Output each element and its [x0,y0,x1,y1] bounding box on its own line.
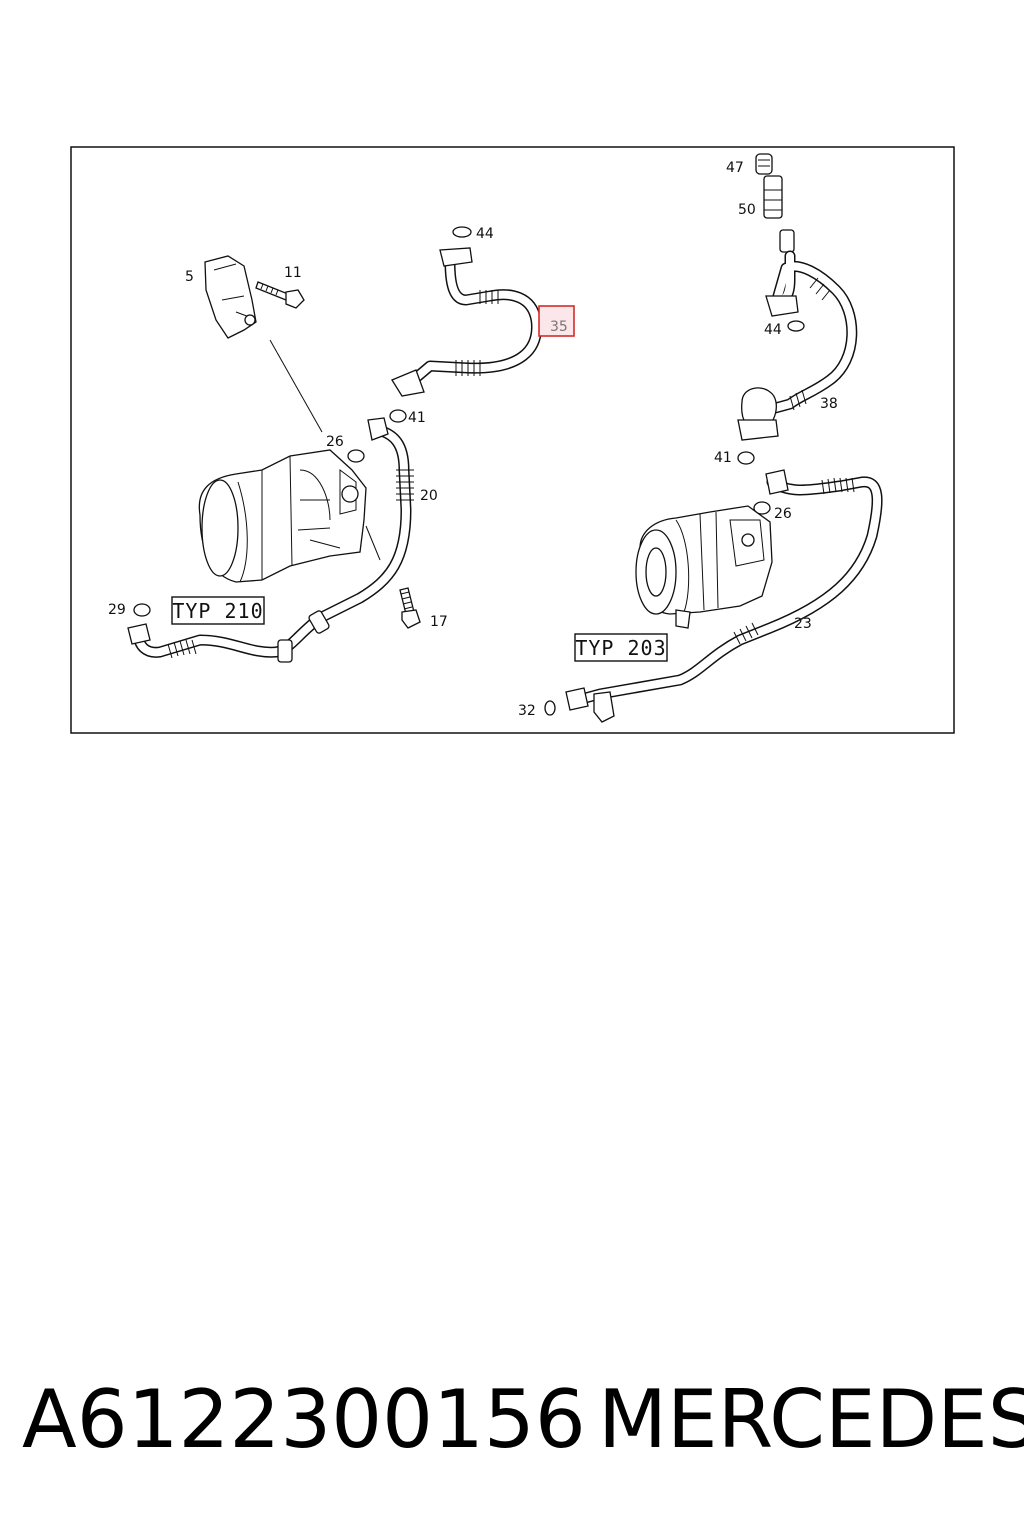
o-ring-44b [787,320,805,332]
typ210-label: TYP 210 [172,599,263,623]
callout-11: 11 [284,265,302,281]
part-number: A6122300156 [22,1373,586,1466]
compressor-typ210 [198,449,367,583]
o-ring-32 [544,700,556,716]
hose-20 [127,417,414,663]
callout-47: 47 [726,160,744,176]
callout-38: 38 [820,396,838,412]
o-ring-26b [753,501,771,515]
callout-35: 35 [550,319,568,335]
o-ring-26 [347,449,365,463]
o-ring-29 [133,603,151,617]
callout-32: 32 [518,703,536,719]
diagram-frame [70,146,955,734]
bracket-part [204,255,257,339]
callout-26: 26 [326,434,344,450]
service-valve-part [755,153,795,253]
typ203-label: TYP 203 [575,636,666,660]
brand-name: MERCEDES [598,1373,1024,1466]
callout-17: 17 [430,614,448,630]
callout-44b: 44 [764,322,782,338]
hose-38 [737,250,858,441]
callout-44: 44 [476,226,494,242]
callout-29: 29 [108,602,126,618]
callout-41: 41 [408,410,426,426]
callout-50: 50 [738,202,756,218]
hose-23 [565,469,883,723]
leader-line [269,339,323,433]
o-ring-41b [737,451,755,465]
callout-26b: 26 [774,506,792,522]
bolt-part-11 [255,281,305,309]
highlight-box-35 [538,305,575,337]
callout-41b: 41 [714,450,732,466]
parts-diagram: TYP 210 TYP 203 5 11 26 44 41 35 20 29 1… [70,146,955,734]
o-ring-44 [452,226,472,238]
hose-35 [391,247,542,397]
callout-20: 20 [420,488,438,504]
leader-line [365,525,381,561]
bolt-part-17 [399,587,421,629]
typ210-label-box: TYP 210 [171,596,265,625]
compressor-typ203 [635,505,773,629]
o-ring-41 [389,409,407,423]
callout-5: 5 [185,269,194,285]
caption-bar: A6122300156 MERCEDES [0,1370,1024,1480]
typ203-label-box: TYP 203 [574,633,668,662]
callout-23: 23 [794,616,812,632]
